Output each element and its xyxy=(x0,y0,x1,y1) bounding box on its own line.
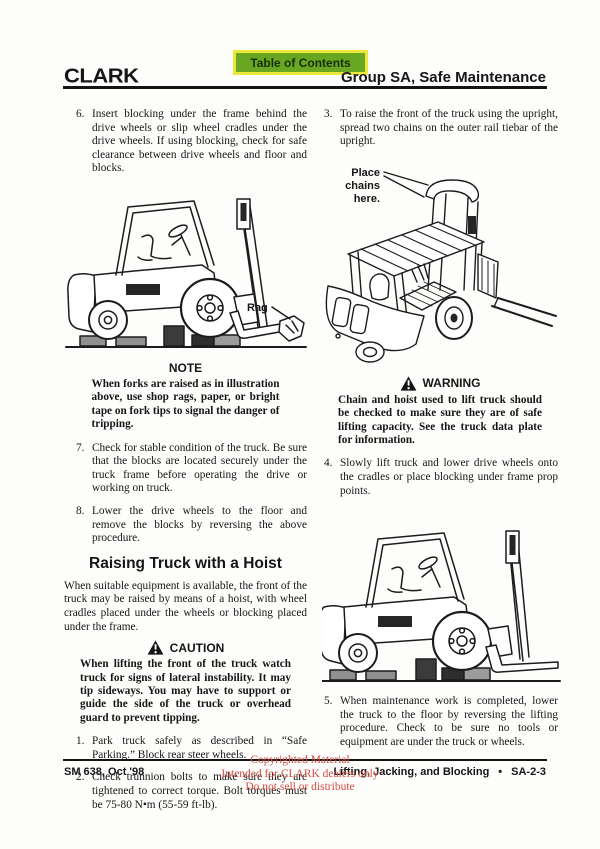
item-text: Slowly lift truck and lower drive wheels… xyxy=(340,457,558,497)
footer-page-number: SA-2-3 xyxy=(511,766,546,778)
seat xyxy=(369,273,390,301)
overhead-guard xyxy=(115,200,215,276)
section-intro: When suitable equipment is available, th… xyxy=(64,579,307,633)
forklift-perspective-illustration: Place chains here. xyxy=(325,167,557,363)
header-rule xyxy=(63,86,547,89)
forklift-blocked-side-illustration: Rag xyxy=(65,198,307,348)
item-text: Insert blocking under the frame behind t… xyxy=(92,108,307,175)
mast-tiebar xyxy=(425,179,480,203)
forklift-on-blocks-illustration xyxy=(322,530,561,683)
overhead-guard xyxy=(365,532,465,608)
item-number: 6. xyxy=(76,108,85,120)
item-number: 8. xyxy=(76,504,85,517)
clark-logo: CLARK xyxy=(64,64,139,87)
list-item-5: 5. When maintenance work is completed, l… xyxy=(322,695,558,749)
item-text: Lower the drive wheels to the floor and … xyxy=(92,504,307,545)
seat xyxy=(391,566,422,592)
place-chains-label-line1: Place xyxy=(351,167,380,179)
footer-bullet: • xyxy=(498,766,503,778)
left-column: 6. Insert blocking under the frame behin… xyxy=(64,108,307,821)
item-number: 7. xyxy=(76,441,85,454)
rear-wheel xyxy=(88,299,128,340)
drive-wheel xyxy=(179,277,241,339)
rag-pointer-line xyxy=(271,306,291,320)
seat xyxy=(141,234,172,260)
right-column: 3. To raise the front of the truck using… xyxy=(322,108,561,759)
note-text: When forks are raised as in illustration… xyxy=(91,377,280,431)
item-number: 2. xyxy=(76,771,85,784)
list-item-6: 6. Insert blocking under the frame behin… xyxy=(64,108,307,176)
item-text: Park truck safely as described in “Safe … xyxy=(92,735,307,761)
list-item-4: 4. Slowly lift truck and lower drive whe… xyxy=(322,457,558,498)
warning-text: Chain and hoist used to lift truck shoul… xyxy=(338,393,542,446)
place-chains-label-line3: here. xyxy=(354,193,380,205)
rag-shape xyxy=(278,315,305,342)
item-text: Check trunnion bolts to make sure they a… xyxy=(92,771,307,811)
place-chains-label-line2: chains xyxy=(345,180,380,192)
list-item-2: 2. Check trunnion bolts to make sure the… xyxy=(64,771,307,812)
group-title: Group SA, Safe Maintenance xyxy=(340,69,546,86)
item-text: To raise the front of the truck using th… xyxy=(340,108,558,148)
caution-heading-label: CAUTION xyxy=(169,640,225,655)
section-heading: Raising Truck with a Hoist xyxy=(89,554,282,572)
note-heading: NOTE xyxy=(168,360,203,375)
chains-pointer-line xyxy=(383,171,429,186)
fork xyxy=(497,296,557,317)
caution-heading: CAUTION xyxy=(64,640,307,655)
list-item-1: 1. Park truck safely as described in “Sa… xyxy=(64,735,307,762)
drive-wheel xyxy=(431,611,493,672)
table-of-contents-button[interactable]: Table of Contents xyxy=(233,50,368,75)
rag-label: Rag xyxy=(247,302,268,314)
footer-rule xyxy=(63,759,547,761)
rear-wheel xyxy=(355,341,385,363)
list-item-7: 7. Check for stable condition of the tru… xyxy=(64,442,307,496)
footer-doc-ref: SM 638, Oct '98 xyxy=(64,766,145,778)
fork xyxy=(485,644,559,674)
footer-section: Lifting, Jacking, and Blocking • SA-2-3 xyxy=(333,766,546,778)
item-text: Check for stable condition of the truck.… xyxy=(92,441,307,495)
rear-wheel xyxy=(338,633,378,674)
warning-heading-label: WARNING xyxy=(422,376,481,391)
item-number: 1. xyxy=(76,735,85,748)
overhead-guard-roof xyxy=(347,221,485,277)
list-item-3: 3. To raise the front of the truck using… xyxy=(322,108,558,149)
item-number: 3. xyxy=(324,108,333,120)
warning-triangle-icon xyxy=(147,640,164,655)
warning-heading: WARNING xyxy=(322,376,558,391)
list-item-8: 8. Lower the drive wheels to the floor a… xyxy=(64,505,307,546)
footer-section-title: Lifting, Jacking, and Blocking xyxy=(333,766,490,778)
item-number: 5. xyxy=(324,695,333,708)
steering-wheel xyxy=(418,556,438,570)
item-text: When maintenance work is completed, lowe… xyxy=(340,695,558,748)
caution-text: When lifting the front of the truck watc… xyxy=(80,658,291,724)
steering-wheel xyxy=(168,224,188,238)
warning-triangle-icon xyxy=(400,376,417,391)
item-number: 4. xyxy=(324,457,333,470)
